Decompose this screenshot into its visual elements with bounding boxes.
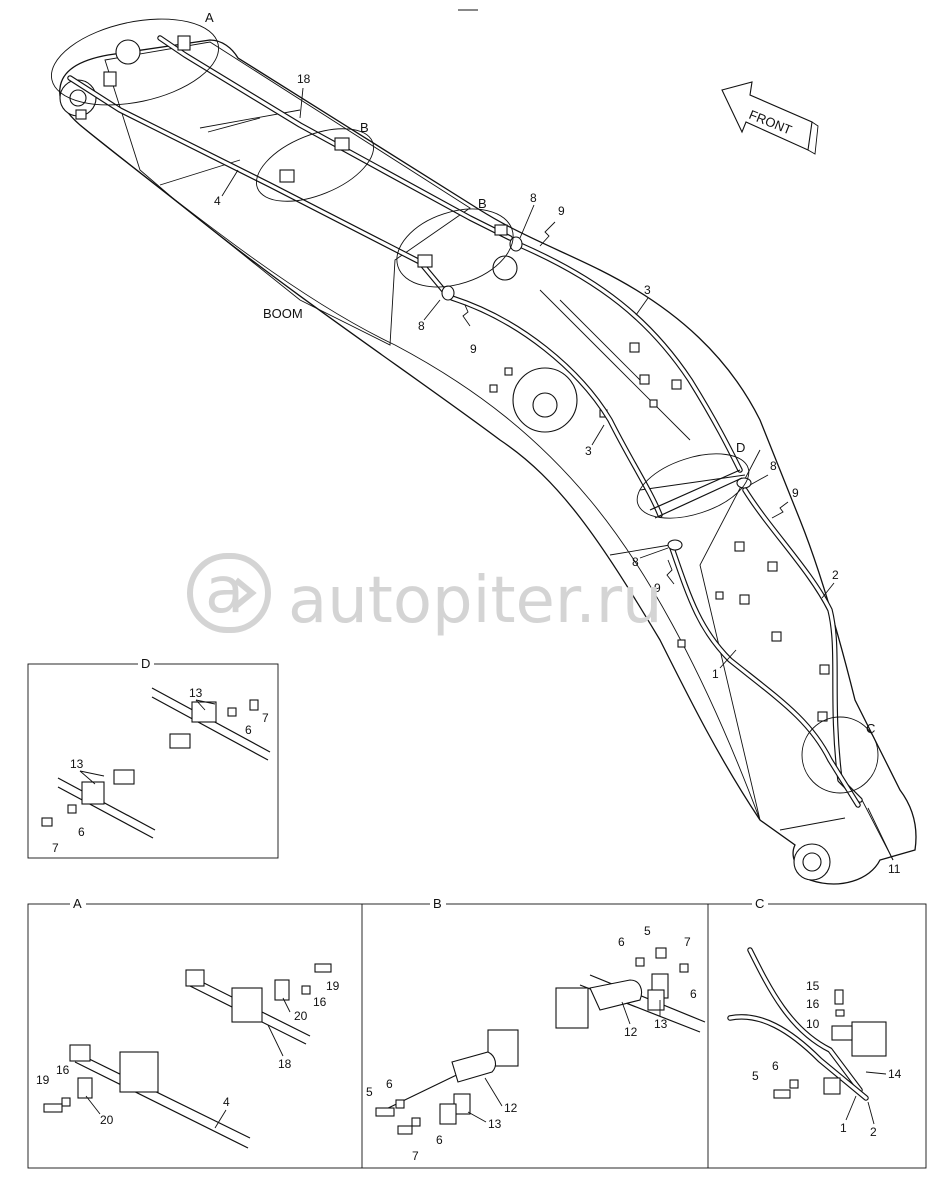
b-callout-7-a: 7 xyxy=(684,935,691,949)
b-callout-6-d: 6 xyxy=(436,1133,443,1147)
callout-2: 2 xyxy=(832,568,839,582)
b-callout-12-b: 12 xyxy=(504,1101,518,1115)
watermark: a autopiter.ru xyxy=(187,553,663,638)
boom-body xyxy=(59,39,917,885)
boom-label: BOOM xyxy=(263,306,303,321)
b-callout-13-b: 13 xyxy=(488,1117,502,1131)
b-callout-12-a: 12 xyxy=(624,1025,638,1039)
b-callout-5-b: 5 xyxy=(366,1085,373,1099)
b-callout-13-a: 13 xyxy=(654,1017,668,1031)
c-callout-2: 2 xyxy=(870,1125,877,1139)
callout-8-c: 8 xyxy=(770,459,777,473)
panel-b: 5 6 7 6 12 13 5 6 12 13 6 7 xyxy=(366,924,706,1163)
callout-9-a: 9 xyxy=(558,204,565,218)
a-callout-4: 4 xyxy=(223,1095,230,1109)
marker-a: A xyxy=(205,10,214,25)
c-callout-15: 15 xyxy=(806,979,820,993)
marker-b-1: B xyxy=(360,120,369,135)
d-callout-13-a: 13 xyxy=(189,686,203,700)
panel-a: 19 16 20 18 19 16 20 4 xyxy=(36,963,340,1149)
c-callout-6: 6 xyxy=(772,1059,779,1073)
b-callout-6-b: 6 xyxy=(690,987,697,1001)
a-callout-18: 18 xyxy=(278,1057,292,1071)
b-callout-6-a: 6 xyxy=(618,935,625,949)
d-callout-7-b: 7 xyxy=(52,841,59,855)
marker-c: C xyxy=(866,721,875,736)
a-callout-20-b: 20 xyxy=(100,1113,114,1127)
callout-3-a: 3 xyxy=(644,283,651,297)
callout-1: 1 xyxy=(712,667,719,681)
panel-b-title: B xyxy=(433,896,442,911)
callout-11: 11 xyxy=(888,862,901,876)
c-callout-14: 14 xyxy=(888,1067,902,1081)
d-callout-6-b: 6 xyxy=(78,825,85,839)
detail-markers: A B B C D xyxy=(50,10,879,794)
marker-d: D xyxy=(736,440,745,455)
a-callout-19-a: 19 xyxy=(326,979,340,993)
callout-4: 4 xyxy=(214,194,221,208)
panel-a-title: A xyxy=(73,896,82,911)
marker-b-2: B xyxy=(478,196,487,211)
boom-hoses xyxy=(67,35,863,808)
b-callout-7-b: 7 xyxy=(412,1149,419,1163)
callout-3-b: 3 xyxy=(585,444,592,458)
callout-9-d: 9 xyxy=(654,581,661,595)
callout-8-b: 8 xyxy=(418,319,425,333)
callout-18: 18 xyxy=(297,72,311,86)
panel-d-title: D xyxy=(141,656,150,671)
b-callout-6-c: 6 xyxy=(386,1077,393,1091)
c-callout-10: 10 xyxy=(806,1017,820,1031)
a-callout-16-b: 16 xyxy=(56,1063,70,1077)
front-arrow: FRONT xyxy=(721,81,819,155)
c-callout-5: 5 xyxy=(752,1069,759,1083)
panel-d: D 13 6 7 13 6 7 xyxy=(27,656,279,859)
c-callout-16: 16 xyxy=(806,997,820,1011)
callout-9-b: 9 xyxy=(470,342,477,356)
b-callout-5-a: 5 xyxy=(644,924,651,938)
callout-8-d: 8 xyxy=(632,555,639,569)
main-callouts: 18 4 8 9 3 8 9 3 8 9 8 9 2 1 11 BOOM xyxy=(214,72,901,876)
watermark-text: autopiter.ru xyxy=(288,564,663,638)
a-callout-16-a: 16 xyxy=(313,995,327,1009)
svg-text:a: a xyxy=(205,554,244,628)
callout-8-a: 8 xyxy=(530,191,537,205)
a-callout-20-a: 20 xyxy=(294,1009,308,1023)
c-callout-1: 1 xyxy=(840,1121,847,1135)
callout-9-c: 9 xyxy=(792,486,799,500)
panel-c-title: C xyxy=(755,896,764,911)
d-callout-13-b: 13 xyxy=(70,757,84,771)
a-callout-19-b: 19 xyxy=(36,1073,50,1087)
d-callout-7-a: 7 xyxy=(262,711,269,725)
panel-c: 15 16 10 14 5 6 1 2 xyxy=(727,947,902,1139)
d-callout-6-a: 6 xyxy=(245,723,252,737)
bottom-panels: A B C xyxy=(27,896,927,1169)
